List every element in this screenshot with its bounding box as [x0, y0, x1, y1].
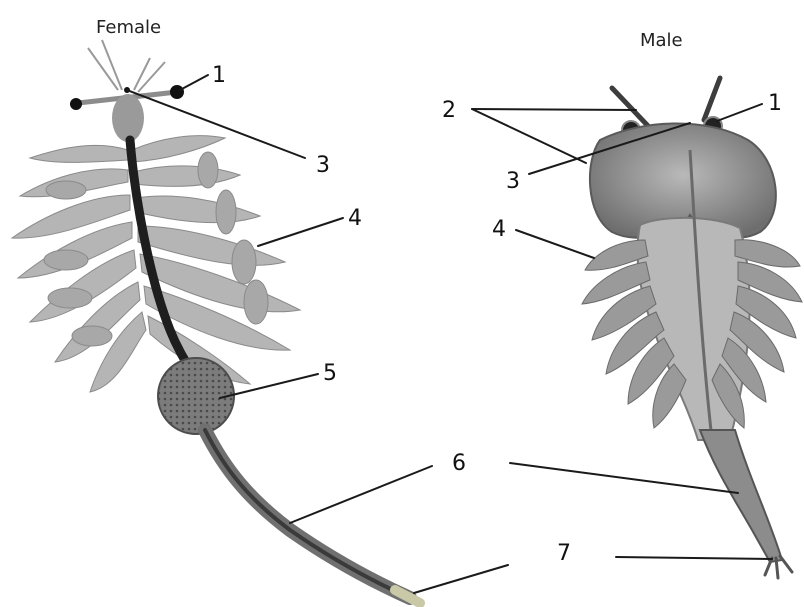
male-label-4: 4	[492, 217, 506, 242]
male-label-3: 3	[506, 169, 520, 194]
female-egg-sac	[158, 358, 234, 434]
male-abdomen	[700, 430, 782, 562]
male-leader-4	[516, 230, 594, 258]
female-head	[112, 94, 144, 142]
female-eye-right	[170, 85, 184, 99]
male-label-2: 2	[442, 98, 456, 123]
male-specimen	[582, 78, 802, 578]
male-leader-1	[717, 104, 762, 121]
female-eye-left	[70, 98, 82, 110]
male-leader-7	[616, 557, 772, 559]
female-antennae	[88, 40, 165, 92]
female-label-4: 4	[348, 206, 362, 231]
female-leader-4	[258, 218, 343, 246]
male-label-7: 7	[557, 541, 571, 566]
male-label-1: 1	[768, 91, 782, 116]
female-leader-6b	[510, 463, 738, 493]
female-legs-left	[12, 145, 146, 392]
female-leader-1	[180, 75, 208, 90]
female-label-5: 5	[323, 361, 337, 386]
title-female: Female	[96, 17, 161, 38]
female-label-1: 1	[212, 63, 226, 88]
female-abdomen	[205, 430, 410, 598]
female-leader-tail	[414, 565, 508, 593]
female-label-6: 6	[452, 451, 466, 476]
male-leader-2b	[472, 109, 586, 163]
female-leader-6	[290, 466, 432, 523]
male-leader-2a	[472, 109, 636, 110]
female-label-3: 3	[316, 153, 330, 178]
title-male: Male	[640, 30, 683, 51]
